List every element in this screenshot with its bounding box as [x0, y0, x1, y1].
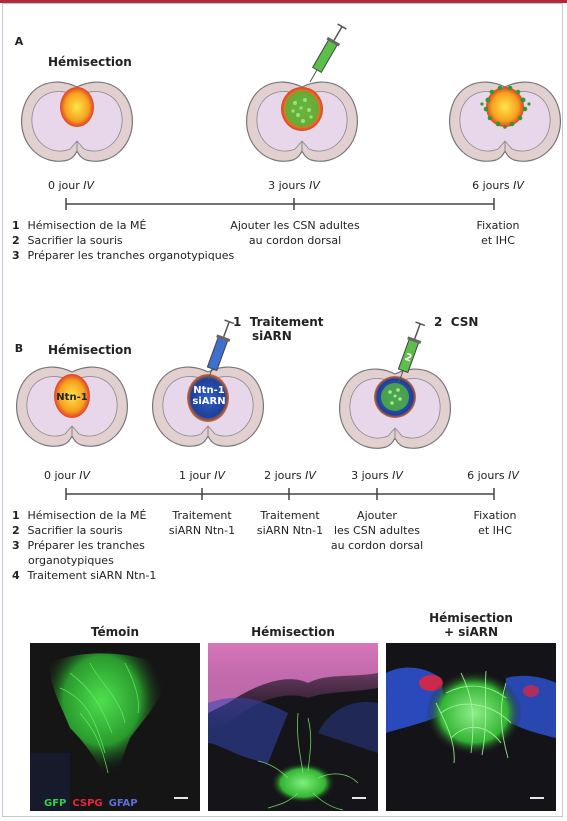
step-a-1: 1 Hémisection de la MÉ — [12, 219, 147, 232]
cord-section-b1 — [16, 366, 128, 447]
panel-b-title: Hémisection — [48, 343, 132, 357]
micro-title-hemisection-sirna: Hémisection + siARN — [429, 611, 513, 639]
micro-title-hemisection: Hémisection — [251, 625, 335, 639]
step-b-1: 1 Hémisection de la MÉ — [12, 509, 147, 522]
cord-section-a1 — [21, 81, 133, 162]
timepoint-a-2: 6 jours IV — [472, 179, 524, 192]
cord-section-a3 — [449, 81, 561, 162]
panel-b-steps: 1 Hémisection de la MÉ 2 Sacrifier la so… — [12, 508, 182, 583]
syringe-b2-barrel-text: 2 — [403, 352, 413, 365]
label-b-3: Ajouter les CSN adultes au cordon dorsal — [330, 509, 424, 552]
cord-section-b2 — [152, 319, 264, 447]
panel-a-title: Hémisection — [48, 55, 132, 69]
sirna-label: Ntn-1 siARN — [192, 385, 226, 407]
timepoint-b-3: 3 jours IV — [351, 469, 403, 482]
label-b-4: Fixation et IHC — [473, 509, 517, 537]
legend-cspg: CSPG — [72, 798, 103, 809]
timepoint-a-0: 0 jour IV — [47, 179, 95, 192]
timeline-b — [65, 488, 495, 500]
micro-title-temoin: Témoin — [90, 625, 140, 639]
micrograph-hemisection-sirna — [386, 643, 556, 811]
step-b-2: 2 Sacrifier la souris — [12, 524, 123, 537]
syringe2-caption: 2 CSN — [434, 315, 479, 329]
panel-a-letter: A — [9, 32, 29, 52]
syringe-a-icon — [309, 23, 347, 83]
scale-bar-3 — [530, 797, 544, 799]
step-a-3: 3 Préparer les tranches organotypiques — [12, 249, 235, 262]
timepoint-b-0: 0 jour IV — [43, 469, 91, 482]
label-b-2: Traitement siARN Ntn-1 — [256, 509, 324, 537]
timeline-a — [65, 198, 495, 210]
scale-bar-2 — [352, 797, 366, 799]
panel-a-steps: 1 Hémisection de la MÉ 2 Sacrifier la so… — [12, 218, 252, 263]
micrograph-legend: GFP CSPG GFAP — [44, 791, 144, 810]
label-a-end: Fixation et IHC — [476, 219, 520, 247]
cord-section-a2 — [246, 23, 358, 162]
timepoint-b-2: 2 jours IV — [264, 469, 316, 482]
label-b-1: Traitement siARN Ntn-1 — [168, 509, 236, 537]
label-a-mid: Ajouter les CSN adultes au cordon dorsal — [230, 219, 360, 247]
syringe-b2-icon: 2 — [397, 321, 426, 383]
figure-frame — [2, 3, 563, 817]
timepoint-b-1: 1 jour IV — [178, 469, 226, 482]
syringe-b1-icon — [206, 319, 235, 381]
legend-gfp: GFP — [44, 798, 67, 809]
top-accent-line — [0, 0, 567, 3]
timepoint-b-4: 6 jours IV — [467, 469, 519, 482]
micrograph-temoin: GFP CSPG GFAP — [30, 643, 200, 811]
cord-section-b3: 2 — [339, 321, 451, 449]
panel-b-letter: B — [9, 339, 29, 359]
step-b-4: 4 Traitement siARN Ntn-1 — [12, 569, 157, 582]
step-a-2: 2 Sacrifier la souris — [12, 234, 123, 247]
timepoint-a-1: 3 jours IV — [268, 179, 320, 192]
lesion-label: Ntn-1 — [56, 392, 88, 403]
syringe1-caption: 1 Traitement siARN — [233, 315, 324, 343]
micrograph-hemisection — [208, 643, 378, 811]
legend-gfap: GFAP — [108, 798, 138, 809]
scale-bar-1 — [174, 797, 188, 799]
